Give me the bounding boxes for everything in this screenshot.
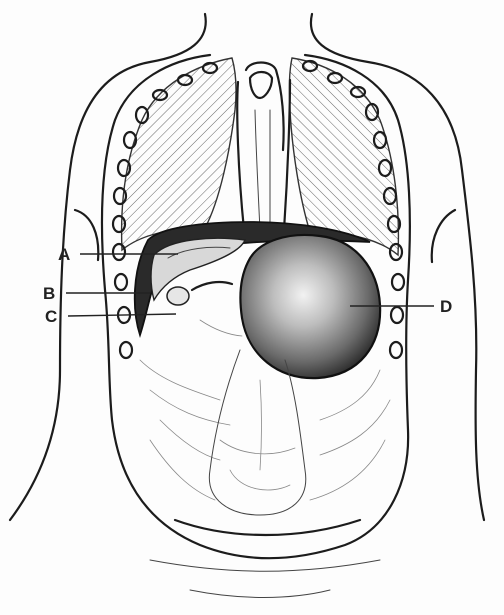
label-b: B xyxy=(43,284,55,303)
left-lung xyxy=(122,58,236,250)
label-d: D xyxy=(440,297,452,316)
trachea xyxy=(237,63,290,231)
label-a: A xyxy=(58,245,70,264)
label-c: C xyxy=(45,307,57,326)
